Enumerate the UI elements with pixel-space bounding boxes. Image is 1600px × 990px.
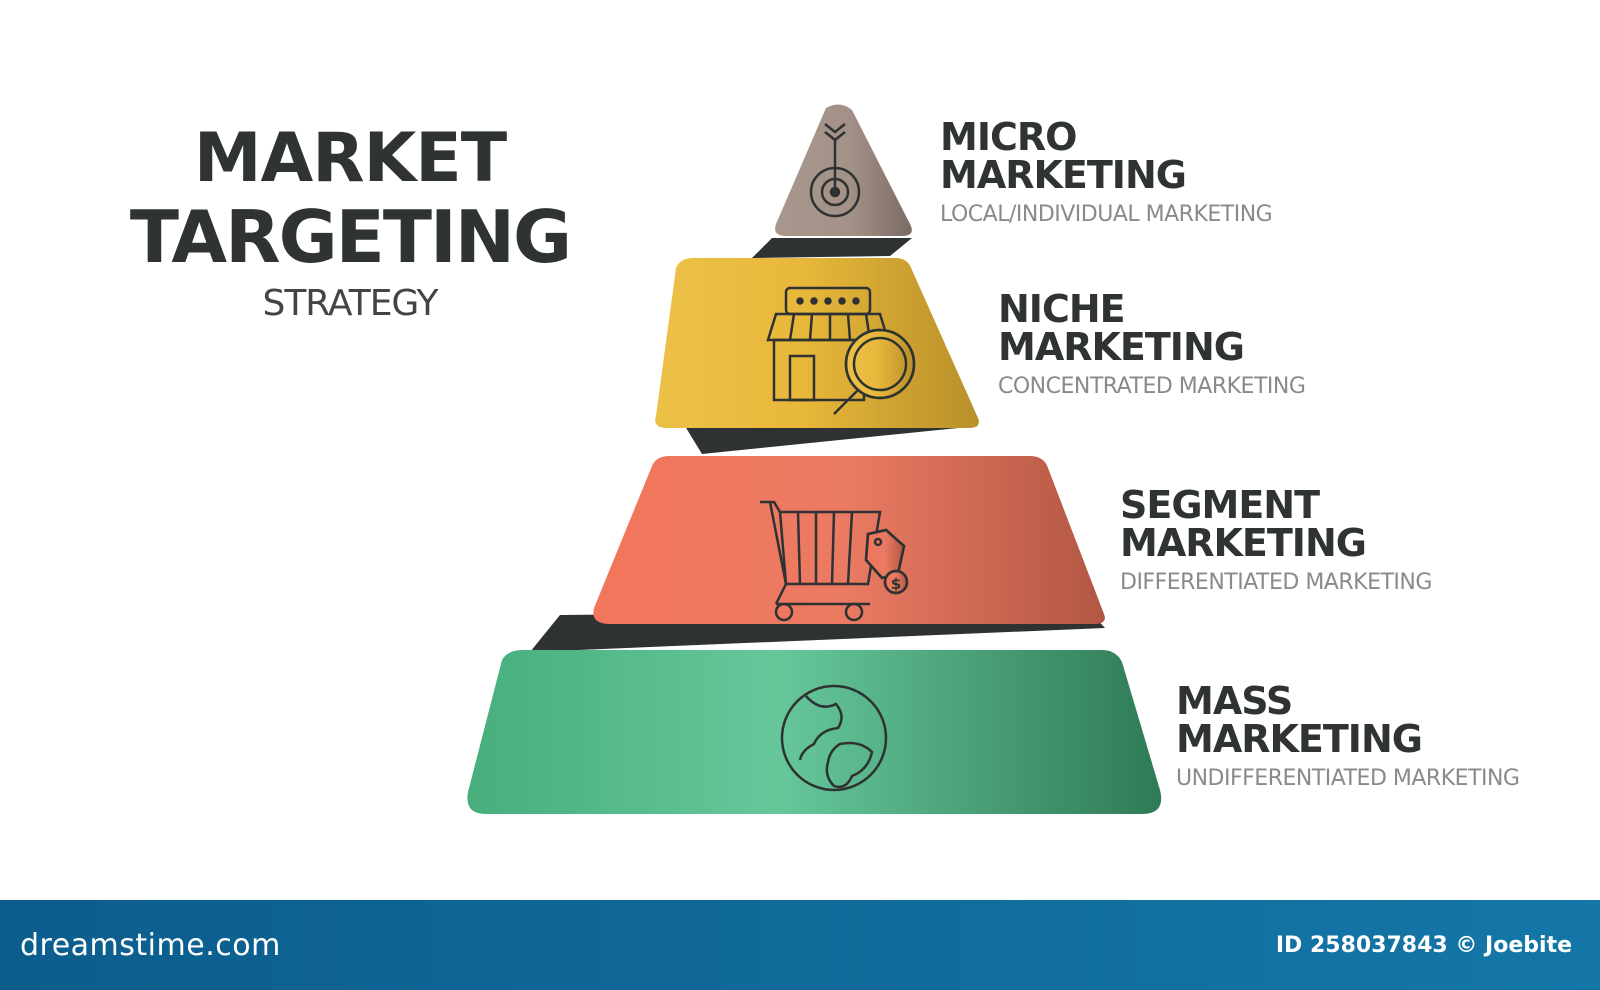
tier-niche-shape <box>655 258 979 428</box>
tier-name-line1: NICHE <box>998 287 1126 331</box>
tier-label-micro: MICRO MARKETING LOCAL/INDIVIDUAL MARKETI… <box>940 115 1273 227</box>
pyramid-diagram: $ <box>467 104 1162 814</box>
tier-description: CONCENTRATED MARKETING <box>998 374 1306 399</box>
tier-name-line1: MICRO <box>940 115 1077 159</box>
title-line-1: MARKET <box>193 119 507 198</box>
tier-label-niche: NICHE MARKETING CONCENTRATED MARKETING <box>998 287 1306 399</box>
target-icon <box>809 123 861 218</box>
tier-name-line1: SEGMENT <box>1120 483 1320 527</box>
tier-description: DIFFERENTIATED MARKETING <box>1120 570 1432 595</box>
dollar-glyph: $ <box>891 575 901 593</box>
title-block: MARKET TARGETING STRATEGY <box>100 119 600 325</box>
tier-label-mass: MASS MARKETING UNDIFFERENTIATED MARKETIN… <box>1176 679 1520 791</box>
footer-credit: ID 258037843 © Joebite <box>1275 932 1572 958</box>
footer-brand: dreamstime.com <box>20 927 281 963</box>
tier-micro <box>775 104 912 236</box>
tier-name-line2: MARKETING <box>940 153 1187 197</box>
title-line-2: TARGETING <box>129 195 572 279</box>
store-search-icon <box>766 286 916 415</box>
tier-name-line2: MARKETING <box>1120 521 1367 565</box>
connector-band-1 <box>752 238 912 258</box>
shopping-cart-icon <box>760 500 909 622</box>
tier-description: UNDIFFERENTIATED MARKETING <box>1176 766 1520 791</box>
tier-niche <box>655 258 979 428</box>
subtitle: STRATEGY <box>262 283 438 324</box>
tier-name-line2: MARKETING <box>998 325 1245 369</box>
tier-label-segment: SEGMENT MARKETING DIFFERENTIATED MARKETI… <box>1120 486 1432 595</box>
globe-icon <box>780 684 888 792</box>
tier-name-line2: MARKETING <box>1176 717 1423 761</box>
tier-mass <box>467 650 1162 814</box>
tier-mass-shape <box>467 650 1162 814</box>
tier-segment: $ <box>593 456 1105 624</box>
tier-segment-shape <box>593 456 1105 624</box>
tier-name-line1: MASS <box>1176 679 1293 723</box>
footer-bar: dreamstime.com ID 258037843 © Joebite <box>0 900 1600 990</box>
tier-description: LOCAL/INDIVIDUAL MARKETING <box>940 202 1273 227</box>
